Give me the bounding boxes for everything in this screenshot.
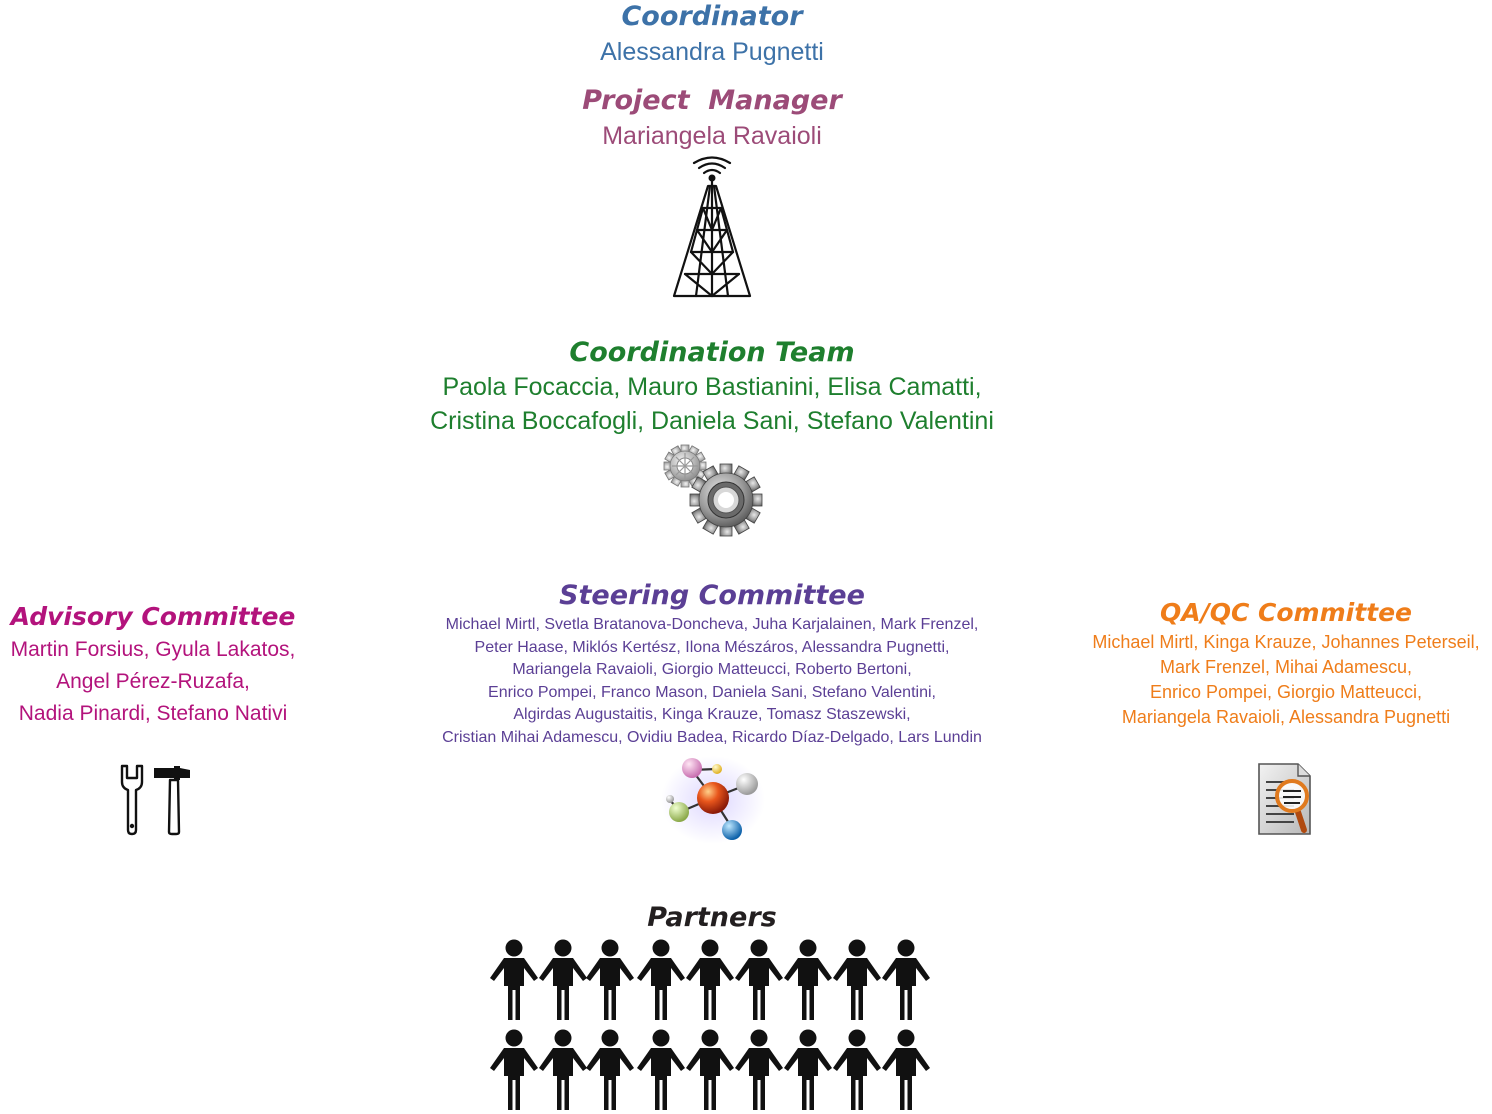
qa-qc-committee-line: Michael Mirtl, Kinga Krauze, Johannes Pe… — [1092, 632, 1480, 652]
partners-title: Partners — [647, 902, 777, 933]
steering-committee-block: Steering Committee Michael Mirtl, Svetla… — [382, 578, 1042, 749]
people-chain-icon — [490, 939, 930, 1110]
coordination-team-title: Coordination Team — [569, 337, 855, 368]
steering-committee-title: Steering Committee — [559, 580, 865, 611]
gears-icon — [663, 444, 763, 537]
qa-qc-committee-line: Mark Frenzel, Mihai Adamescu, — [1159, 657, 1413, 677]
coordination-team-block: Coordination Team Paola Focaccia, Mauro … — [350, 336, 1074, 438]
advisory-committee-line: Nadia Pinardi, Stefano Nativi — [18, 702, 288, 725]
project-manager-name: Mariangela Ravaioli — [602, 122, 822, 150]
coordination-team-line: Cristina Boccafogli, Daniela Sani, Stefa… — [430, 407, 994, 435]
partners-block: Partners — [560, 900, 864, 936]
steering-committee-line: Algirdas Augustaitis, Kinga Krauze, Toma… — [513, 706, 911, 723]
coordinator-block: Coordinator Alessandra Pugnetti — [500, 0, 924, 70]
steering-committee-line: Mariangela Ravaioli, Giorgio Matteucci, … — [512, 661, 912, 678]
advisory-committee-line: Angel Pérez-Ruzafa, — [56, 670, 250, 693]
advisory-committee-block: Advisory Committee Martin Forsius, Gyula… — [0, 600, 306, 730]
steering-committee-line: Michael Mirtl, Svetla Bratanova-Doncheva… — [445, 616, 979, 633]
advisory-committee-line: Martin Forsius, Gyula Lakatos, — [10, 638, 296, 661]
coordinator-title: Coordinator — [621, 1, 803, 32]
project-manager-title: Project Manager — [582, 85, 842, 116]
qa-qc-committee-line: Mariangela Ravaioli, Alessandra Pugnetti — [1121, 707, 1451, 727]
qa-qc-committee-block: QA/QC Committee Michael Mirtl, Kinga Kra… — [1080, 596, 1492, 730]
qa-qc-committee-title: QA/QC Committee — [1159, 598, 1413, 627]
steering-committee-line: Enrico Pompei, Franco Mason, Daniela San… — [488, 683, 936, 701]
steering-committee-line: Cristian Mihai Adamescu, Ovidiu Badea, R… — [442, 728, 982, 746]
coordination-team-line: Paola Focaccia, Mauro Bastianini, Elisa … — [442, 373, 982, 401]
coordinator-name: Alessandra Pugnetti — [600, 38, 824, 66]
molecule-icon — [661, 756, 765, 844]
tools-icon — [120, 764, 190, 836]
steering-committee-line: Peter Haase, Miklós Kertész, Ilona Mészá… — [474, 638, 950, 656]
radio-tower-icon — [672, 156, 752, 298]
qa-qc-committee-line: Enrico Pompei, Giorgio Matteucci, — [1149, 682, 1423, 702]
advisory-committee-title: Advisory Committee — [10, 602, 296, 631]
document-magnifier-icon — [1258, 763, 1311, 835]
project-manager-block: Project Manager Mariangela Ravaioli — [500, 84, 924, 154]
